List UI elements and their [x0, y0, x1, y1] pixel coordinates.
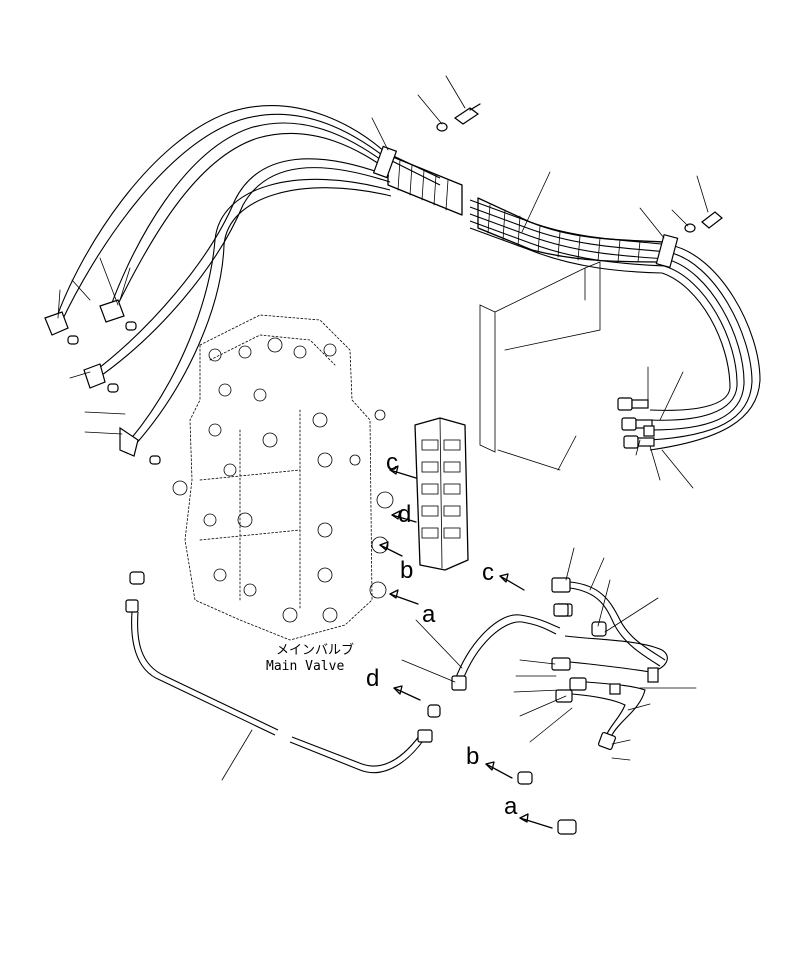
port-arrows	[379, 465, 553, 829]
manifold-block	[414, 417, 469, 571]
bolt-top-left	[436, 103, 481, 132]
port-label-c-lower: c	[482, 559, 494, 586]
main-valve-caption-en: Main Valve	[266, 659, 344, 674]
port-label-d-lower: d	[366, 665, 379, 692]
bolt-top-right	[684, 211, 723, 233]
upper-hose-bundle	[54, 105, 761, 451]
port-label-d-valve: d	[398, 501, 411, 528]
leader-lines	[57, 75, 709, 781]
clamp-right	[655, 233, 679, 269]
right-fittings	[617, 397, 655, 449]
port-label-b-valve: b	[400, 557, 413, 584]
port-label-b-lower: b	[466, 743, 479, 770]
loose-adapters	[129, 571, 577, 835]
port-label-c-valve: c	[386, 449, 398, 476]
clamp-left	[372, 145, 398, 179]
main-valve-caption-jp: メインバルブ	[276, 642, 354, 658]
left-fittings	[44, 299, 161, 465]
main-valve-body	[172, 314, 394, 641]
port-label-a-valve: a	[422, 601, 436, 628]
port-label-a-lower: a	[504, 793, 518, 820]
lower-left-hose	[125, 599, 433, 774]
mounting-bracket	[479, 261, 601, 471]
